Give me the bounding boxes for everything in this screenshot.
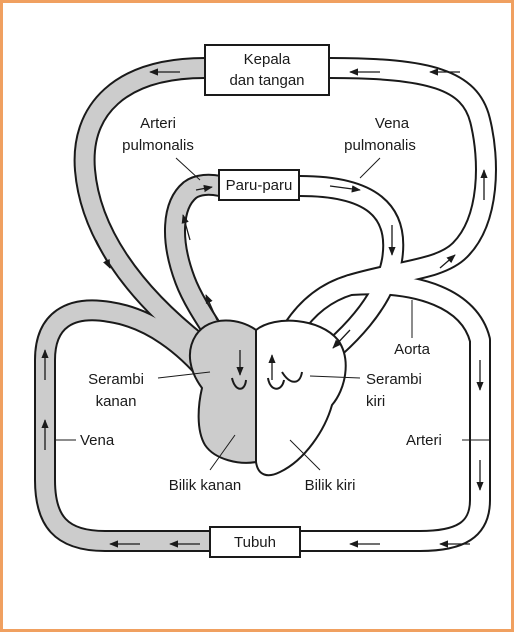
right-heart-chambers xyxy=(190,320,256,462)
right-ventricle-label: Bilik kanan xyxy=(169,477,242,494)
artery-label: Arteri xyxy=(406,432,442,449)
pulmonary-artery-label-line2: pulmonalis xyxy=(122,137,194,154)
body-label: Tubuh xyxy=(234,534,276,551)
pulmonary-vein-label-line1: Vena xyxy=(375,115,410,132)
left-ventricle-label: Bilik kiri xyxy=(305,477,356,494)
heart xyxy=(190,320,346,475)
aorta-label: Aorta xyxy=(394,341,431,358)
head-arms-label-line1: Kepala xyxy=(244,51,291,68)
vein-label: Vena xyxy=(80,432,115,449)
left-heart-chambers xyxy=(256,321,346,475)
right-atrium-label-line1: Serambi xyxy=(88,371,144,388)
pulmonary-artery-label-line1: Arteri xyxy=(140,115,176,132)
left-atrium-label-line1: Serambi xyxy=(366,371,422,388)
right-atrium-label-line2: kanan xyxy=(96,393,137,410)
lungs-box: Paru-paru xyxy=(219,170,299,200)
left-atrium-label-line2: kiri xyxy=(366,393,385,410)
head-arms-box: Kepala dan tangan xyxy=(205,45,329,95)
body-box: Tubuh xyxy=(210,527,300,557)
pulmonary-vein-label-line2: pulmonalis xyxy=(344,137,416,154)
lungs-label: Paru-paru xyxy=(226,177,293,194)
head-arms-label-line2: dan tangan xyxy=(229,72,304,89)
